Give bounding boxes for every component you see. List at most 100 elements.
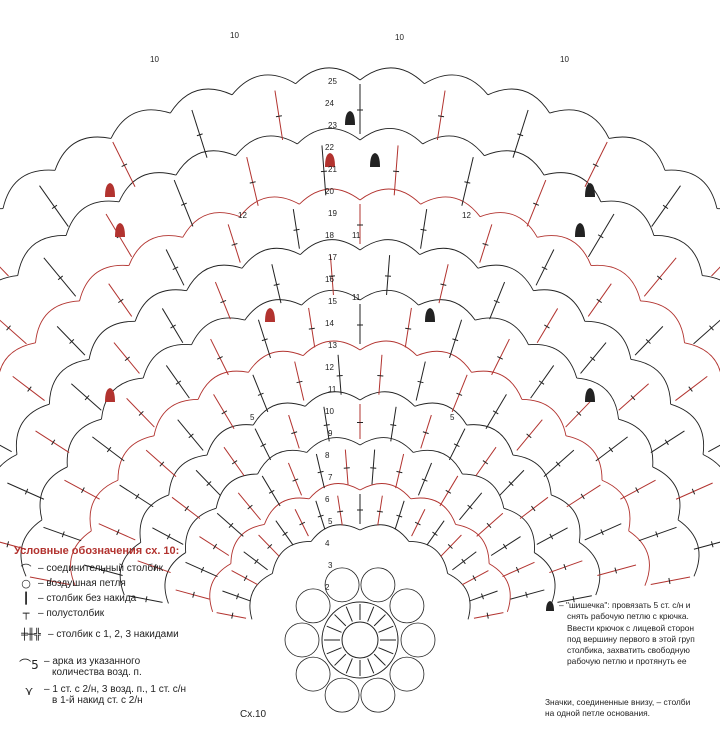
chain-arch	[579, 542, 601, 596]
stitch-crossbar	[635, 487, 639, 494]
note-line: – "шишечка": провязать 5 ст. с/н и	[559, 600, 691, 610]
stitch-crossbar	[482, 243, 489, 246]
stitch-crossbar	[217, 356, 223, 360]
stitch-column	[275, 520, 294, 546]
stitch-column	[288, 414, 300, 449]
stitch-column	[479, 224, 493, 263]
stitch-crossbar	[396, 514, 403, 518]
stitch-column	[711, 266, 720, 277]
chain-arch	[175, 150, 236, 176]
stitch-column	[315, 500, 326, 530]
stitch-column	[693, 319, 720, 345]
stitch-column	[252, 374, 269, 413]
arch-label: 11	[352, 293, 361, 302]
row-number: 22	[325, 143, 334, 152]
chain-arch	[512, 454, 552, 495]
chain-arch	[359, 483, 412, 500]
stitch-crossbar	[84, 395, 90, 401]
stitch-crossbar	[69, 339, 75, 344]
stitch-crossbar	[57, 275, 64, 281]
chain-arch	[153, 398, 199, 436]
chain-arch	[20, 519, 43, 577]
stitch-crossbar	[590, 356, 596, 362]
stitch-column	[0, 541, 27, 550]
chain-arch	[88, 320, 136, 360]
stitch-crossbar	[596, 298, 602, 304]
row-number: 11	[328, 385, 337, 394]
stitch-column	[0, 266, 9, 277]
row-number: 4	[325, 539, 330, 548]
chain-stitch-icon: ○	[21, 577, 31, 590]
stitch-column	[246, 156, 259, 206]
stitch-column	[92, 436, 125, 462]
row-number: 2	[325, 583, 330, 592]
chain-arch	[533, 289, 586, 322]
chain-arch	[591, 264, 641, 302]
bobble-stitch	[425, 308, 435, 322]
center-ring	[341, 621, 379, 659]
chain-arch	[252, 402, 306, 426]
stitch-crossbar	[538, 380, 545, 385]
row-number: 7	[328, 473, 333, 482]
chain-arch	[408, 541, 449, 574]
chain-arch	[702, 275, 720, 281]
chain-arch	[640, 300, 685, 343]
stitch-column	[643, 257, 677, 297]
chain-arch	[54, 136, 112, 171]
bobble-note: – "шишечка": провязать 5 ст. с/н и снять…	[545, 600, 720, 668]
chain-arch	[306, 437, 361, 453]
chain-arch	[308, 483, 361, 500]
legend-label: – столбик без накида	[38, 593, 137, 604]
chain-arch	[128, 235, 183, 266]
chain-arch	[462, 473, 505, 509]
stitch-column	[98, 523, 136, 541]
stitch-column	[0, 444, 12, 453]
center-stitch	[378, 625, 394, 633]
stitch-column	[321, 145, 327, 196]
stitch-column	[165, 365, 190, 399]
row-number: 6	[325, 495, 330, 504]
note-line: под вершину первого в этой груп	[567, 633, 695, 644]
stitch-crossbar	[236, 593, 240, 600]
stitch-crossbar	[576, 410, 582, 416]
stitch-crossbar	[261, 338, 268, 342]
stitch-crossbar	[166, 533, 171, 540]
stitch-column	[485, 394, 507, 429]
chain-arch	[664, 169, 718, 209]
stitch-column	[461, 156, 474, 206]
stitch-crossbar	[273, 283, 280, 286]
row-number: 24	[325, 99, 334, 108]
chain-arch	[584, 320, 632, 360]
stitch-crossbar	[572, 596, 575, 603]
stitch-column	[254, 428, 272, 461]
stitch-column	[171, 496, 201, 519]
chain-arch	[295, 67, 361, 85]
stitch-column	[526, 179, 547, 227]
stitch-column	[459, 492, 483, 521]
stitch-crossbar	[116, 529, 120, 536]
stitch-crossbar	[541, 266, 548, 271]
legend-item: ╪╫╬ – столбик с 1, 2, 3 накидами	[14, 627, 234, 642]
stitch-crossbar	[296, 380, 303, 384]
stitch-column	[452, 551, 477, 571]
chain-arch	[479, 212, 538, 238]
chain-arch	[551, 494, 581, 543]
arch-label: 10	[230, 31, 239, 40]
center-stitch	[345, 658, 353, 674]
chain-arch	[70, 530, 92, 586]
stitch-column	[439, 475, 459, 507]
petal-arch	[400, 622, 436, 658]
stitch-column	[587, 213, 615, 258]
stitch-column	[231, 570, 259, 586]
row-number: 18	[325, 231, 334, 240]
row-number: 15	[328, 297, 337, 306]
stitch-column	[420, 414, 432, 449]
stitch-column	[329, 255, 334, 296]
center-stitch	[334, 653, 347, 666]
row-number: 3	[328, 561, 333, 570]
chain-arch	[0, 208, 4, 210]
chain-arch	[477, 264, 534, 291]
stitch-column	[650, 576, 691, 586]
stitch-crossbar	[580, 493, 585, 500]
legend-label: количества возд. п.	[52, 667, 142, 678]
